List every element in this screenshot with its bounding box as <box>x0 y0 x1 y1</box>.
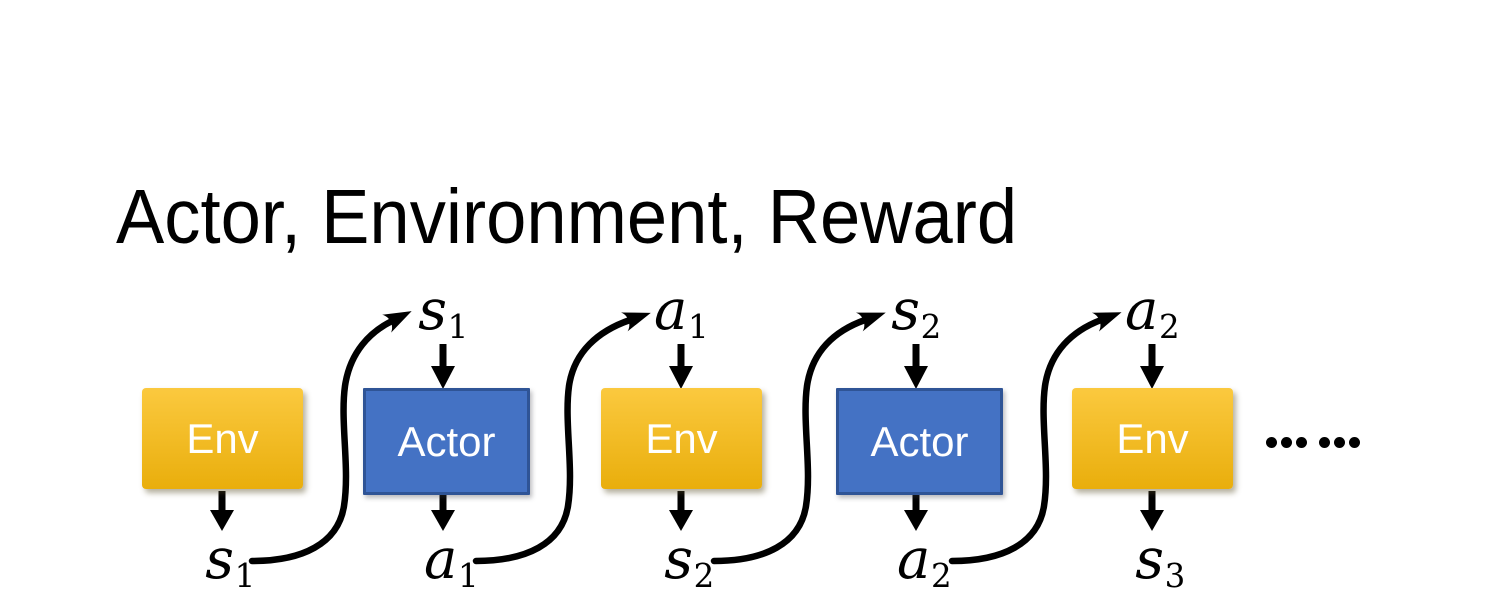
bottom-label-s3: s3 <box>1110 532 1210 593</box>
down-arrow-into-actor2 <box>904 344 928 389</box>
top-label-a2: a2 <box>1102 283 1202 344</box>
env-box-1: Env <box>142 388 303 489</box>
down-arrow-out-actor2 <box>904 491 928 531</box>
ellipsis-dot-group <box>1266 437 1307 448</box>
ellipsis-dot <box>1281 437 1292 448</box>
env-box-2: Env <box>601 388 762 489</box>
top-label-s2-base: s <box>891 278 921 343</box>
actor-box-1-label: Actor <box>397 417 496 465</box>
actor-box-2: Actor <box>836 388 1003 495</box>
bottom-label-s1-base: s <box>205 527 235 592</box>
top-label-s1-sub: 1 <box>447 308 469 347</box>
top-label-a1-sub: 1 <box>688 308 709 347</box>
ellipsis-dot <box>1349 437 1360 448</box>
env-box-3-label: Env <box>1116 414 1189 462</box>
down-arrow-into-env2 <box>669 344 693 389</box>
top-label-s1: s1 <box>393 283 493 344</box>
bottom-label-s1-sub: 1 <box>234 557 256 596</box>
down-arrow-into-actor1 <box>431 344 455 389</box>
top-label-a2-base: a <box>1124 278 1159 343</box>
actor-box-2-label: Actor <box>870 417 969 465</box>
ellipsis-dot-group <box>1319 437 1360 448</box>
curve-arrow-a1 <box>472 312 651 565</box>
actor-box-1: Actor <box>363 388 530 495</box>
output-arrows <box>210 491 1164 531</box>
down-arrow-into-env3 <box>1140 344 1164 389</box>
bottom-label-s2-sub: 2 <box>693 557 715 596</box>
bottom-label-a2-base: a <box>896 527 931 592</box>
top-label-s1-base: s <box>418 278 448 343</box>
ellipsis-dot <box>1266 437 1277 448</box>
bottom-label-s3-sub: 3 <box>1164 557 1186 596</box>
bottom-label-s1: s1 <box>180 532 280 593</box>
curve-arrow-s1 <box>248 311 412 565</box>
env-box-3: Env <box>1072 388 1233 489</box>
bottom-label-s2-base: s <box>664 527 694 592</box>
bottom-label-a1: a1 <box>401 532 501 593</box>
ellipsis-dot <box>1296 437 1307 448</box>
env-box-1-label: Env <box>186 414 259 462</box>
ellipsis <box>1266 437 1360 448</box>
env-box-2-label: Env <box>645 414 718 462</box>
down-arrow-out-env2 <box>669 491 693 531</box>
input-arrows <box>431 344 1164 389</box>
bottom-label-a2-sub: 2 <box>931 557 952 596</box>
ellipsis-dot <box>1334 437 1345 448</box>
bottom-label-a2: a2 <box>874 532 974 593</box>
bottom-label-a1-base: a <box>423 527 458 592</box>
down-arrow-out-env1 <box>210 491 234 531</box>
curve-arrow-s2 <box>710 312 886 565</box>
top-label-a2-sub: 2 <box>1159 308 1180 347</box>
top-label-a1: a1 <box>631 283 731 344</box>
bottom-label-a1-sub: 1 <box>458 557 479 596</box>
top-label-a1-base: a <box>653 278 688 343</box>
down-arrow-out-actor1 <box>431 491 455 531</box>
down-arrow-out-env3 <box>1140 491 1164 531</box>
bottom-label-s2: s2 <box>639 532 739 593</box>
top-label-s2: s2 <box>866 283 966 344</box>
ellipsis-dot <box>1319 437 1330 448</box>
curve-arrow-a2 <box>948 312 1122 565</box>
page-title: Actor, Environment, Reward <box>116 173 1018 260</box>
top-label-s2-sub: 2 <box>920 308 942 347</box>
bottom-label-s3-base: s <box>1135 527 1165 592</box>
